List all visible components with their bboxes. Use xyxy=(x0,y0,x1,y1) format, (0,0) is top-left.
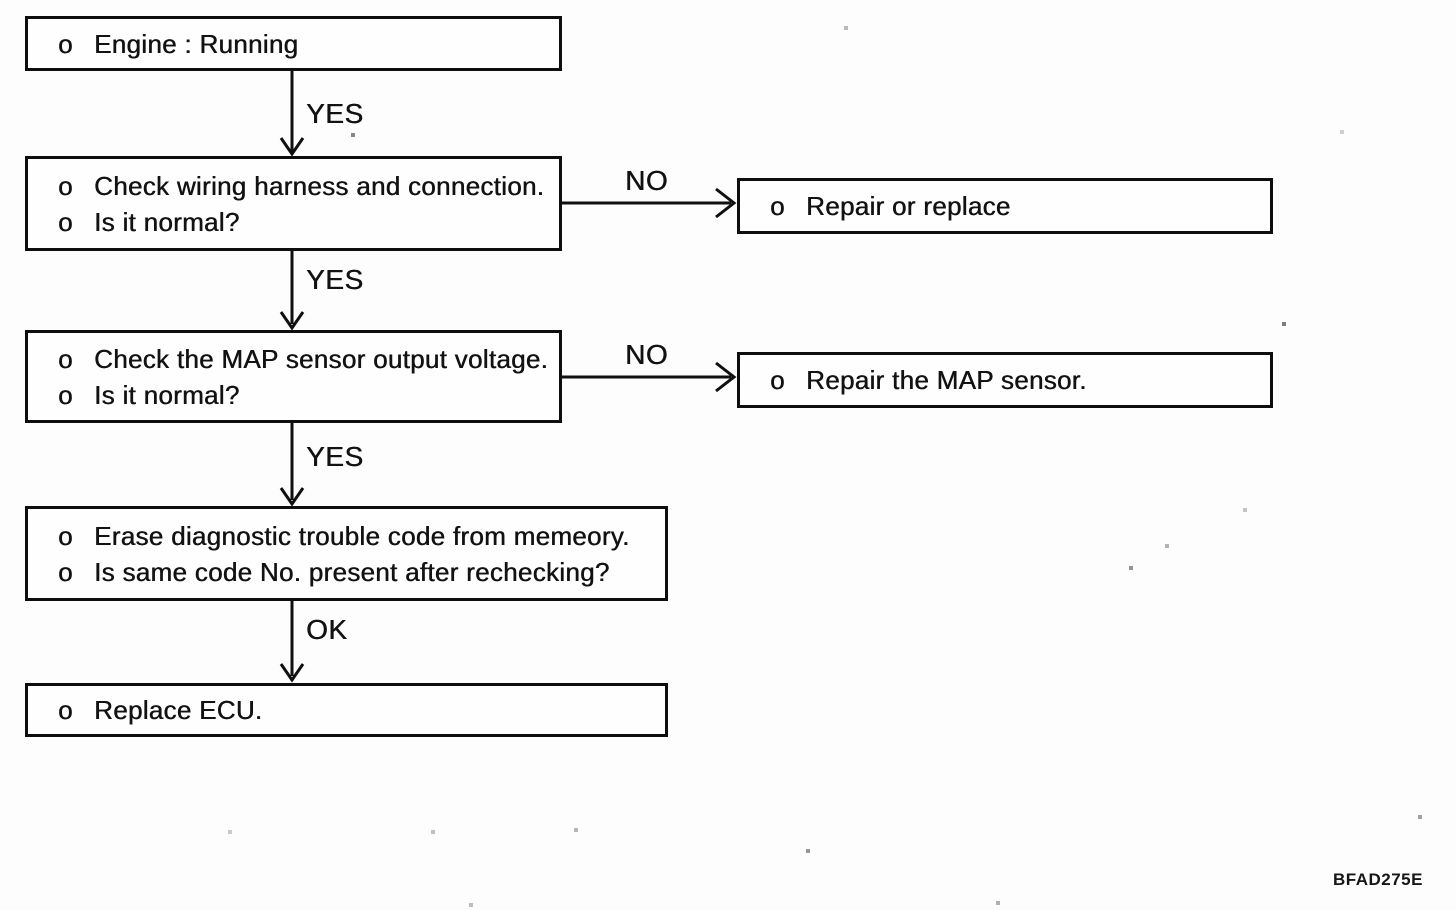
edge-label-no-2: NO xyxy=(625,339,668,370)
bullet-marker: o xyxy=(58,379,73,410)
flow-box-line: o Repair or replace xyxy=(770,188,1262,224)
flow-box-check-wiring: o Check wiring harness and connection. o… xyxy=(25,156,562,251)
bullet-marker: o xyxy=(58,28,73,59)
flow-box-text: Check wiring harness and connection. xyxy=(94,170,545,201)
flow-box-line: o Is it normal? xyxy=(58,204,551,240)
flow-box-replace-ecu: o Replace ECU. xyxy=(25,683,668,737)
flow-box-line: o Replace ECU. xyxy=(58,692,657,728)
flow-box-erase-dtc: o Erase diagnostic trouble code from mem… xyxy=(25,506,668,601)
flow-box-text: Is it normal? xyxy=(94,206,240,237)
flow-box-line: o Repair the MAP sensor. xyxy=(770,362,1262,398)
bullet-marker: o xyxy=(58,520,73,551)
flow-box-repair-or-replace: o Repair or replace xyxy=(737,178,1273,234)
flow-box-engine-running: o Engine : Running xyxy=(25,16,562,71)
flow-box-line: o Is it normal? xyxy=(58,377,551,413)
flow-box-repair-map-sensor: o Repair the MAP sensor. xyxy=(737,352,1273,408)
flow-box-text: Erase diagnostic trouble code from memeo… xyxy=(94,520,630,551)
arrowhead-map-to-erase xyxy=(279,487,305,507)
flow-box-text: Repair or replace xyxy=(806,191,1011,221)
figure-code: BFAD275E xyxy=(1333,870,1423,889)
flow-box-text: Check the MAP sensor output voltage. xyxy=(94,343,549,374)
bullet-marker: o xyxy=(58,206,73,237)
flow-box-text: Is same code No. present after recheckin… xyxy=(94,556,610,587)
edge-label-no-1: NO xyxy=(625,165,668,196)
bullet-marker: o xyxy=(58,343,73,374)
bullet-marker: o xyxy=(770,191,785,221)
flow-box-check-map-voltage: o Check the MAP sensor output voltage. o… xyxy=(25,330,562,423)
bullet-marker: o xyxy=(770,365,785,395)
flow-box-text: Replace ECU. xyxy=(94,695,263,725)
arrowhead-engine-to-wiring xyxy=(279,137,305,157)
edge-label-yes-2: YES xyxy=(306,264,364,295)
flow-box-text: Engine : Running xyxy=(94,28,299,59)
edge-label-ok: OK xyxy=(306,614,348,645)
flow-box-line: o Engine : Running xyxy=(58,26,551,62)
bullet-marker: o xyxy=(58,695,73,725)
scan-noise-specks xyxy=(0,0,2,2)
bullet-marker: o xyxy=(58,170,73,201)
arrowhead-erase-to-ecu xyxy=(279,663,305,683)
bullet-marker: o xyxy=(58,556,73,587)
flow-box-line: o Check wiring harness and connection. xyxy=(58,168,551,204)
arrowhead-wiring-to-map xyxy=(279,311,305,331)
flow-box-text: Repair the MAP sensor. xyxy=(806,365,1087,395)
flow-box-line: o Erase diagnostic trouble code from mem… xyxy=(58,518,657,554)
flow-box-line: o Is same code No. present after recheck… xyxy=(58,554,657,590)
arrowhead-wiring-to-repair xyxy=(715,187,737,219)
edge-label-yes-3: YES xyxy=(306,441,364,472)
edge-label-yes-1: YES xyxy=(306,98,364,129)
arrowhead-map-to-repairmap xyxy=(715,361,737,393)
flow-box-line: o Check the MAP sensor output voltage. xyxy=(58,341,551,377)
flow-box-text: Is it normal? xyxy=(94,379,240,410)
